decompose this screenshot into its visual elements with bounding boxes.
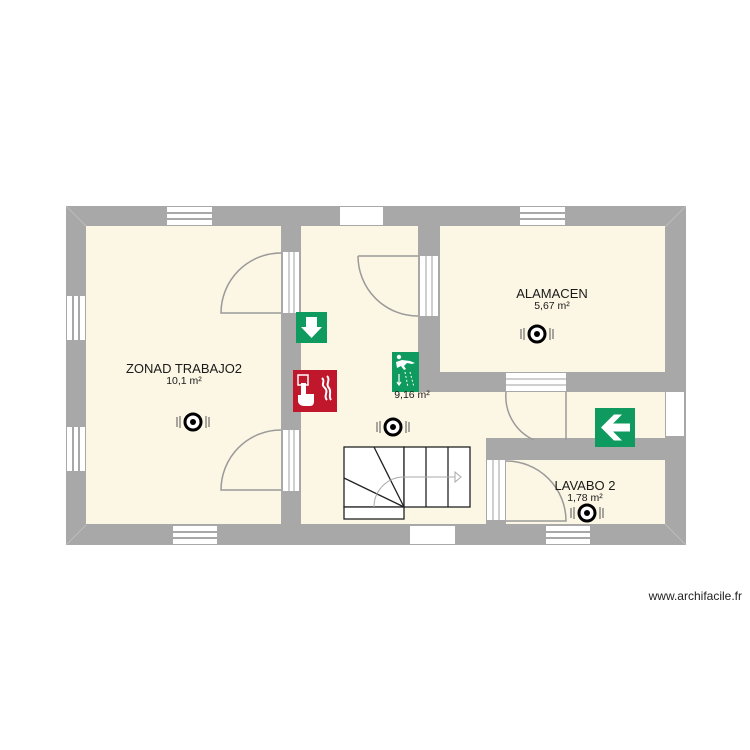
exit-arrow-left-icon — [595, 408, 635, 447]
watermark-text: www.archifacile.fr — [648, 589, 742, 603]
room-name-zona-trabajo: ZONAD TRABAJO2 — [125, 361, 243, 376]
smoke-detector-icon — [376, 417, 410, 437]
emergency-exit-icon — [392, 352, 419, 392]
window-left-lower — [67, 427, 85, 471]
window-bottom-zona — [173, 526, 217, 544]
windows — [67, 207, 684, 544]
room-area-zona-trabajo: 10,1 m² — [166, 375, 202, 387]
staircase[interactable] — [343, 446, 471, 520]
room-area-almacen: 5,67 m² — [534, 300, 570, 312]
window-bottom-lavabo — [546, 526, 590, 544]
room-name-lavabo: LAVABO 2 — [554, 478, 616, 493]
door-lavabo — [505, 460, 567, 522]
smoke-detector-icon — [176, 412, 210, 432]
room-floor-zona-trabajo — [86, 226, 281, 524]
room-name-almacen: ALAMACEN — [516, 286, 588, 301]
door-zona-upper — [220, 252, 282, 314]
door-almacen — [357, 255, 419, 317]
window-top-zona — [167, 207, 212, 225]
window-bottom-hall — [410, 526, 455, 544]
fire-alarm-icon — [293, 370, 337, 412]
window-top-almacen — [520, 207, 565, 225]
room-area-lavabo: 1,78 m² — [567, 492, 603, 504]
window-left-upper — [67, 296, 85, 340]
window-right-corridor — [666, 392, 684, 436]
smoke-detector-icon — [520, 324, 554, 344]
window-top-hall — [340, 207, 383, 225]
door-swings — [220, 252, 567, 522]
door-corridor — [505, 391, 535, 441]
room-floor-almacen — [440, 226, 665, 372]
door-openings — [283, 252, 566, 520]
exit-arrow-down-icon — [296, 312, 327, 343]
door-zona-lower — [220, 429, 282, 491]
room-area-hall: 9,16 m² — [394, 389, 430, 401]
smoke-detector-icon — [570, 503, 604, 523]
